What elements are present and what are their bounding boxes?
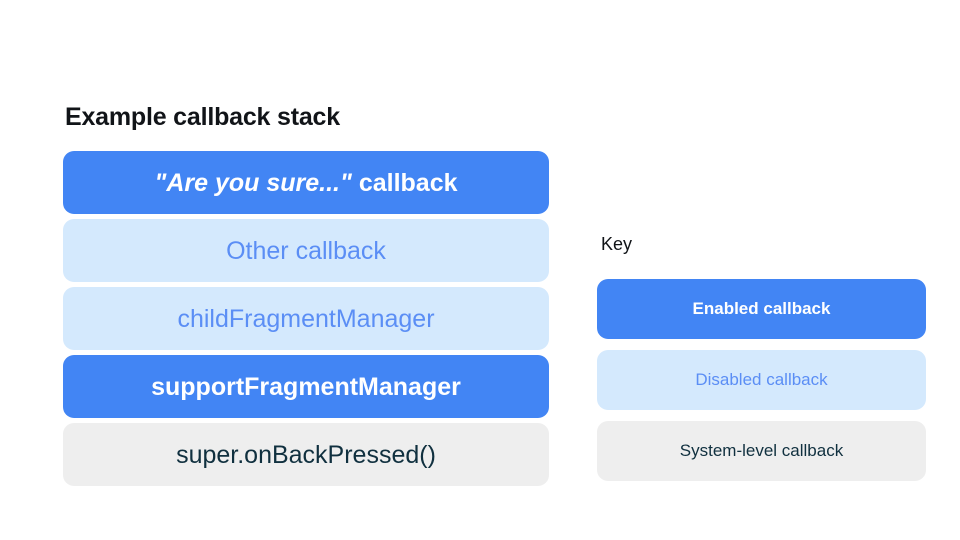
- stack-item-label: Other callback: [226, 236, 386, 265]
- key-item-label: Disabled callback: [695, 370, 828, 389]
- key-item-label: System-level callback: [679, 441, 844, 460]
- key-item-system-level-callback: System-level callback: [597, 421, 926, 481]
- key-title: Key: [601, 234, 633, 254]
- stack-item-label-quoted: "Are you sure...": [154, 168, 352, 197]
- stack-item-super-on-back-pressed: super.onBackPressed(): [63, 423, 549, 486]
- stack-item-are-you-sure-callback: "Are you sure..." callback: [63, 151, 549, 214]
- key-item-enabled-callback: Enabled callback: [597, 279, 926, 339]
- stack-item-label: childFragmentManager: [177, 304, 435, 333]
- stack-title: Example callback stack: [65, 103, 340, 131]
- key-item-disabled-callback: Disabled callback: [597, 350, 926, 410]
- stack-item-label: supportFragmentManager: [151, 372, 461, 401]
- callback-stack-section: Example callback stack "Are you sure..."…: [63, 101, 549, 491]
- key-item-label: Enabled callback: [692, 299, 831, 318]
- stack-item-child-fragment-manager: childFragmentManager: [63, 287, 549, 350]
- stack-item-label-plain: callback: [351, 168, 458, 197]
- stack-item-label: super.onBackPressed(): [176, 440, 436, 469]
- stack-item-other-callback: Other callback: [63, 219, 549, 282]
- stack-item-label: "Are you sure..." callback: [154, 168, 457, 198]
- stack-item-support-fragment-manager: supportFragmentManager: [63, 355, 549, 418]
- key-legend-section: Key Enabled callback Disabled callback S…: [597, 232, 926, 492]
